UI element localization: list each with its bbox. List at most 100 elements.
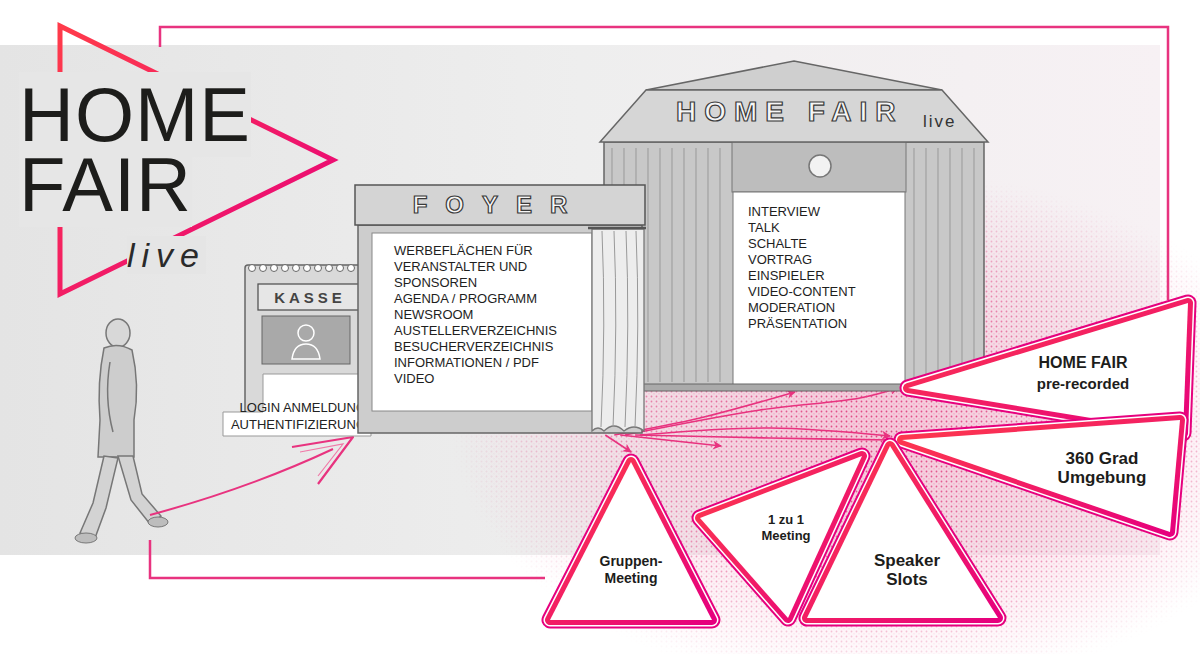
triangle-outer-line xyxy=(807,446,998,618)
curtain-fold xyxy=(625,231,628,427)
hall-title: HOME FAIR xyxy=(676,96,904,128)
curtain-fold xyxy=(613,231,616,427)
binding-ring xyxy=(293,265,300,272)
desk-panel xyxy=(223,374,371,436)
hall-item: EINSPIELER xyxy=(748,268,898,284)
desk-steps: LOGIN ANMELDUNG AUTHENTIFIZIERUNG xyxy=(231,399,366,433)
ticket-desk: KASSE LOGIN ANMELDUNG AUTHENTIFIZIERUNG xyxy=(178,262,378,440)
curtain-fold xyxy=(601,231,604,427)
binding-ring xyxy=(326,265,333,272)
foyer-item: AGENDA / PROGRAMM xyxy=(394,291,589,307)
column-line xyxy=(612,148,613,382)
desk-title: KASSE xyxy=(274,289,346,306)
binding-ring xyxy=(260,265,267,272)
hall-lamp xyxy=(809,155,831,177)
feature-label: 1 zu 1 Meeting xyxy=(755,512,817,544)
foyer-title: FOYER xyxy=(413,191,586,219)
column-line xyxy=(660,148,661,382)
triangle-gap xyxy=(908,303,1188,433)
triangle-fill xyxy=(807,446,998,618)
triangle-fill xyxy=(902,420,1180,532)
column-line xyxy=(624,148,625,382)
column-line xyxy=(708,148,709,382)
visitor-arm xyxy=(108,362,113,432)
cashier-icon xyxy=(298,325,314,341)
hall-item: MODERATION xyxy=(748,300,898,316)
roof-peak xyxy=(646,61,942,90)
flow-arrow xyxy=(640,428,890,436)
visitor-shoe xyxy=(75,533,97,543)
column-line xyxy=(926,148,927,382)
hall: HOME FAIRliveINTERVIEWTALKSCHALTEVORTRAG… xyxy=(596,58,994,392)
hall-item: TALK xyxy=(748,220,898,236)
feature-label: 360 Grad Umgebung xyxy=(1052,449,1152,487)
column-line xyxy=(962,148,963,382)
logo-subline: live xyxy=(127,236,206,274)
feature-subtitle: pre-recorded xyxy=(1037,375,1130,392)
feature-label: Speaker Slots xyxy=(874,551,940,589)
desk-sign xyxy=(258,284,363,310)
visitor-coat xyxy=(98,345,137,457)
binding-ring xyxy=(304,265,311,272)
entry-arrow xyxy=(150,449,333,515)
column-line xyxy=(696,148,697,382)
column-line xyxy=(672,148,673,382)
binding-ring xyxy=(348,265,355,272)
curtain xyxy=(592,229,644,431)
hall-door-panel xyxy=(733,192,905,385)
binding-ring xyxy=(249,265,256,272)
curtain-fold xyxy=(635,231,638,427)
triangle-gap xyxy=(807,446,998,618)
column-line xyxy=(950,148,951,382)
visitor-leg xyxy=(80,456,118,538)
feature-title: HOME FAIR xyxy=(1039,354,1128,372)
triangle-gap xyxy=(550,462,712,620)
hall-wall xyxy=(604,142,984,386)
hall-item: INTERVIEW xyxy=(748,204,898,220)
hall-item: VIDEO-CONTENT xyxy=(748,284,898,300)
desk-window xyxy=(262,316,350,364)
feature-triangle-outline xyxy=(795,436,1010,628)
visitor-shoe xyxy=(148,517,168,527)
foyer-item: NEWSROOM xyxy=(394,307,589,323)
binding-ring xyxy=(315,265,322,272)
column-line xyxy=(684,148,685,382)
feature-label: Gruppen- Meeting xyxy=(600,553,663,587)
foyer-item: INFORMATIONEN / PDF xyxy=(394,355,589,371)
triangle-band xyxy=(908,303,1188,433)
cashier-icon xyxy=(292,344,320,359)
triangle-band xyxy=(550,462,712,620)
foyer-panel xyxy=(372,233,592,411)
column-line xyxy=(720,148,721,382)
curtain-rod xyxy=(588,227,646,230)
frame-line xyxy=(150,540,545,578)
logo-wordmark: HOME FAIR xyxy=(19,72,251,227)
foyer: FOYER WERBEFLÄCHEN FÜR VERANSTALTER UND S… xyxy=(352,183,650,435)
foyer-item: VIDEO xyxy=(394,371,589,387)
entry-arrow-head xyxy=(292,437,353,484)
hall-subtitle: live xyxy=(923,112,957,132)
hall-item: VORTRAG xyxy=(748,252,898,268)
logo: HOME FAIR live xyxy=(15,22,337,298)
flow-arrow xyxy=(620,435,721,446)
binding-ring xyxy=(271,265,278,272)
roof-gable xyxy=(600,90,988,142)
feature-triangle-outline xyxy=(540,452,722,630)
triangle-band xyxy=(807,446,998,618)
column-line xyxy=(938,148,939,382)
foyer-item: WERBEFLÄCHEN FÜR VERANSTALTER UND SPONSO… xyxy=(394,243,589,291)
column-line xyxy=(914,148,915,382)
triangle-gap xyxy=(902,420,1180,532)
hall-item: PRÄSENTATION xyxy=(748,316,898,332)
flow-arrow xyxy=(625,388,898,435)
column-line xyxy=(648,148,649,382)
triangle-band xyxy=(902,420,1180,532)
feature-triangle: Gruppen- Meeting xyxy=(540,452,722,630)
column-line xyxy=(636,148,637,382)
binding-ring xyxy=(282,265,289,272)
flow-arrow xyxy=(635,435,892,440)
foyer-sign xyxy=(355,185,645,225)
triangle-fill xyxy=(908,303,1188,433)
foyer-item: BESUCHERVERZEICHNIS xyxy=(394,339,589,355)
column-line xyxy=(974,148,975,382)
